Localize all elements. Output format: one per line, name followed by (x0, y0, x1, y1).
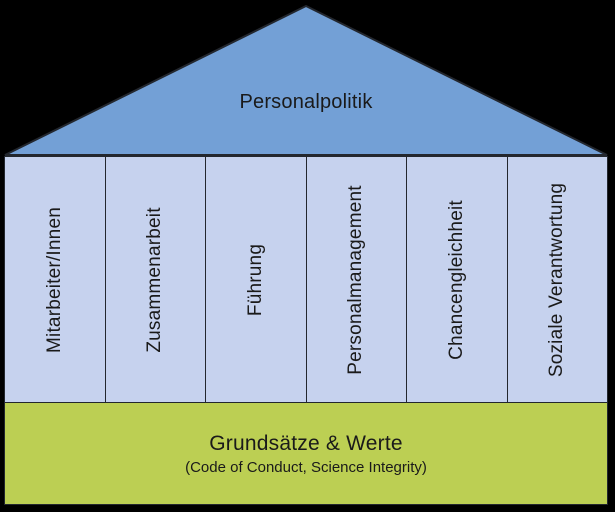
pillar-label-mitarbeiter: Mitarbeiter/Innen (43, 206, 65, 353)
pillar-personalmanagement: Personalmanagement (305, 157, 406, 402)
pillar-label-zusammenarbeit: Zusammenarbeit (144, 206, 166, 353)
pillar-zusammenarbeit: Zusammenarbeit (104, 157, 205, 402)
base-title: Grundsätze & Werte (209, 431, 403, 455)
pillar-label-fuehrung: Führung (244, 243, 266, 316)
pillar-label-chancengleichheit: Chancengleichheit (445, 199, 467, 360)
pillar-fuehrung: Führung (205, 157, 306, 402)
pillars-row: Mitarbeiter/Innen Zusammenarbeit Führung… (4, 156, 608, 402)
pillar-chancengleichheit: Chancengleichheit (406, 157, 507, 402)
roof-label: Personalpolitik (239, 91, 373, 113)
pillar-mitarbeiter: Mitarbeiter/Innen (5, 157, 105, 402)
house-diagram: Personalpolitik Mitarbeiter/Innen Zusamm… (4, 5, 608, 505)
base-subtitle: (Code of Conduct, Science Integrity) (185, 458, 427, 476)
house-base: Grundsätze & Werte (Code of Conduct, Sci… (4, 402, 608, 505)
pillar-label-soziale-verantwortung: Soziale Verantwortung (546, 182, 568, 377)
pillar-soziale-verantwortung: Soziale Verantwortung (506, 157, 607, 402)
pillar-label-personalmanagement: Personalmanagement (345, 184, 367, 375)
roof-triangle-shape (4, 5, 608, 156)
house-roof: Personalpolitik (4, 5, 608, 156)
